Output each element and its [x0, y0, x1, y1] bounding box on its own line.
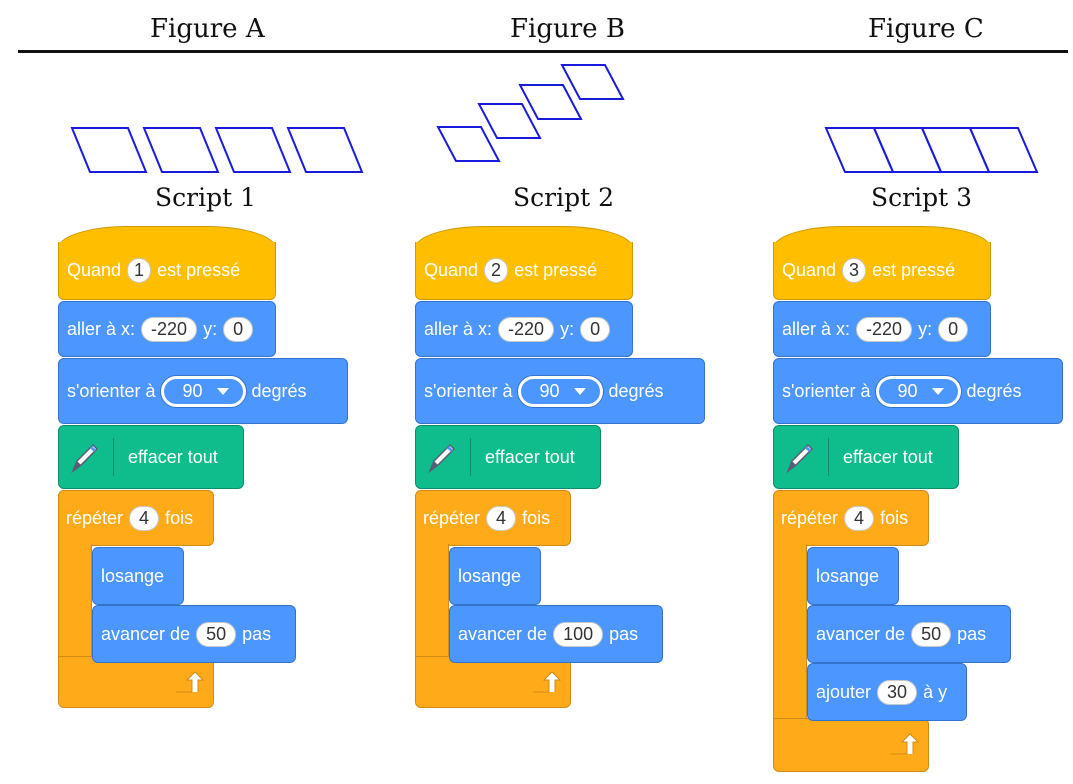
script-1-title: Script 1: [155, 183, 256, 212]
figure-c-rhombus-4: [968, 127, 1039, 173]
figure-a-rhombus-1: [70, 127, 148, 173]
script-3-title: Script 3: [871, 183, 972, 212]
script-3-repeat-arm: [773, 544, 807, 720]
script-3-repeat-label: répéter 4 fois: [773, 490, 908, 546]
script-1-when-key-block[interactable]: Quand 1 est pressé: [58, 242, 276, 300]
figure-a-rhombus-2: [142, 127, 220, 173]
pen-icon: [424, 439, 460, 475]
script-2-point-direction-block[interactable]: s'orienter à 90 degrés: [415, 358, 705, 424]
script-3-move-block[interactable]: avancer de 50 pas: [807, 605, 1011, 663]
script-1-move-block[interactable]: avancer de 50 pas: [92, 605, 296, 663]
header-rule: [18, 50, 1068, 53]
direction-dropdown[interactable]: 90: [161, 375, 246, 407]
repeat-count[interactable]: 4: [129, 505, 160, 531]
figure-b-rhombus-4: [560, 64, 625, 100]
chevron-down-icon: [216, 387, 229, 395]
key-value[interactable]: 1: [127, 258, 152, 283]
script-2-clear-block[interactable]: effacer tout: [415, 425, 601, 489]
script-1-goto-block[interactable]: aller à x: -220 y: 0: [58, 301, 276, 357]
script-1-repeat-bottom: [58, 656, 214, 708]
figure-a-title: Figure A: [150, 14, 265, 44]
loop-arrow-icon: [176, 671, 204, 693]
direction-dropdown[interactable]: 90: [518, 375, 603, 407]
figure-a-rhombus-4: [286, 127, 364, 173]
script-2-when-key-block[interactable]: Quand 2 est pressé: [415, 242, 633, 300]
move-steps[interactable]: 50: [196, 621, 237, 647]
pen-icon: [782, 439, 818, 475]
key-value[interactable]: 2: [484, 258, 509, 283]
x-value[interactable]: -220: [856, 316, 913, 342]
script-1-repeat-label: répéter 4 fois: [58, 490, 193, 546]
repeat-count[interactable]: 4: [486, 505, 517, 531]
script-2-repeat-label: répéter 4 fois: [415, 490, 550, 546]
figure-b-title: Figure B: [510, 14, 625, 44]
script-2-repeat-arm: [415, 544, 449, 658]
figure-b-rhombus-1: [436, 126, 501, 162]
loop-arrow-icon: [891, 733, 919, 755]
script-1-point-direction-block[interactable]: s'orienter à 90 degrés: [58, 358, 348, 424]
x-value[interactable]: -220: [498, 316, 555, 342]
repeat-count[interactable]: 4: [844, 505, 875, 531]
pen-icon: [67, 439, 103, 475]
y-value[interactable]: 0: [580, 316, 611, 342]
script-2-losange-block[interactable]: losange: [449, 547, 541, 605]
script-3-when-key-block[interactable]: Quand 3 est pressé: [773, 242, 991, 300]
move-steps[interactable]: 100: [553, 621, 604, 647]
figure-b-rhombus-3: [518, 84, 583, 120]
direction-dropdown[interactable]: 90: [876, 375, 961, 407]
script-1-clear-block[interactable]: effacer tout: [58, 425, 244, 489]
chevron-down-icon: [573, 387, 586, 395]
y-value[interactable]: 0: [938, 316, 969, 342]
script-1-repeat-arm: [58, 544, 92, 658]
loop-arrow-icon: [533, 671, 561, 693]
script-2-move-block[interactable]: avancer de 100 pas: [449, 605, 663, 663]
script-2-goto-block[interactable]: aller à x: -220 y: 0: [415, 301, 633, 357]
script-3-change-y-block[interactable]: ajouter 30 à y: [807, 663, 967, 721]
figure-b-rhombus-2: [477, 103, 542, 139]
x-value[interactable]: -220: [141, 316, 198, 342]
chevron-down-icon: [931, 387, 944, 395]
script-1-losange-block[interactable]: losange: [92, 547, 184, 605]
y-value[interactable]: 0: [223, 316, 254, 342]
script-3-losange-block[interactable]: losange: [807, 547, 899, 605]
key-value[interactable]: 3: [842, 258, 867, 283]
figure-a-rhombus-3: [214, 127, 292, 173]
move-steps[interactable]: 50: [911, 621, 952, 647]
figure-c-title: Figure C: [868, 14, 984, 44]
script-3-point-direction-block[interactable]: s'orienter à 90 degrés: [773, 358, 1063, 424]
change-y-value[interactable]: 30: [877, 679, 918, 705]
script-3-goto-block[interactable]: aller à x: -220 y: 0: [773, 301, 991, 357]
script-2-title: Script 2: [513, 183, 614, 212]
script-3-clear-block[interactable]: effacer tout: [773, 425, 959, 489]
